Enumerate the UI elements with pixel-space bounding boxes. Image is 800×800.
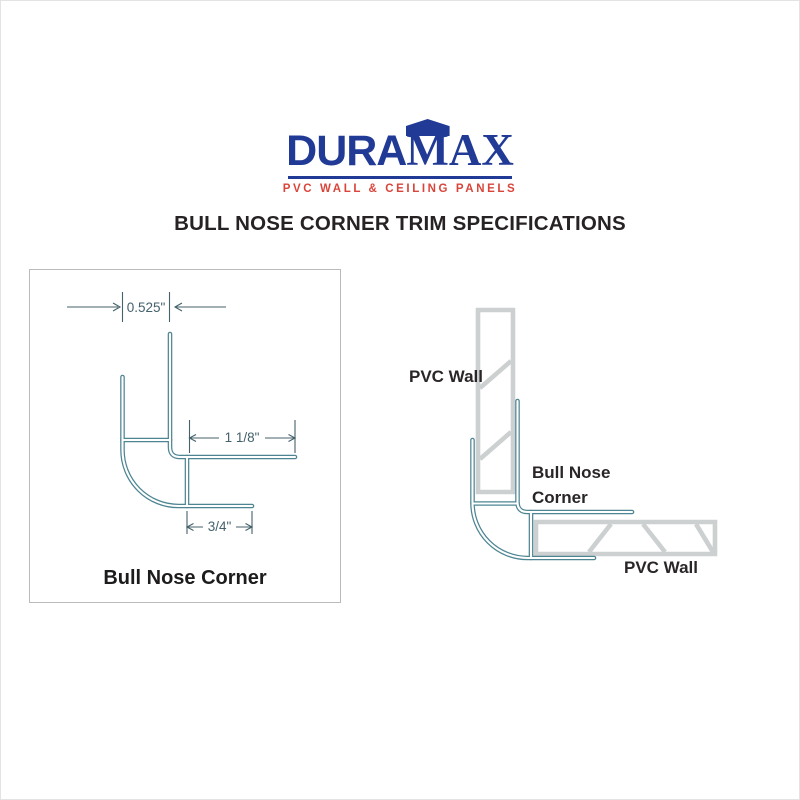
label-pvc-wall-top: PVC Wall xyxy=(409,367,483,386)
dimension-top-width-lines xyxy=(67,292,226,322)
label-pvc-wall-bottom: PVC Wall xyxy=(624,558,698,577)
profile-cross-section-drawing: 0.525" 1 1/8" xyxy=(67,292,340,534)
spec-caption: Bull Nose Corner xyxy=(103,567,267,589)
pvc-wall-horizontal-panel xyxy=(533,519,718,557)
dimension-bottom-leg-mask xyxy=(203,517,236,534)
logo-tagline: PVC WALL & CEILING PANELS xyxy=(282,183,518,195)
logo-text-ax: AX xyxy=(448,125,514,175)
logo-underline xyxy=(288,176,512,179)
dimension-bottom-leg-value: 3/4" xyxy=(208,519,232,534)
logo-text-dura: DURA xyxy=(286,127,407,175)
installation-diagram xyxy=(391,307,718,591)
pvc-wall-vertical-panel xyxy=(475,307,516,495)
profile-outline xyxy=(123,334,296,506)
dimension-top-width-value: 0.525" xyxy=(127,300,166,315)
logo-letter-m: M xyxy=(405,119,450,173)
label-bull-nose-corner: Bull Nose Corner xyxy=(532,463,611,507)
page-title: BULL NOSE CORNER TRIM SPECIFICATIONS xyxy=(174,212,626,235)
spec-drawing-panel: 0.525" 1 1/8" xyxy=(29,269,341,603)
dimension-side-leg-mask xyxy=(219,428,265,445)
dimension-side-leg-value: 1 1/8" xyxy=(225,430,260,445)
